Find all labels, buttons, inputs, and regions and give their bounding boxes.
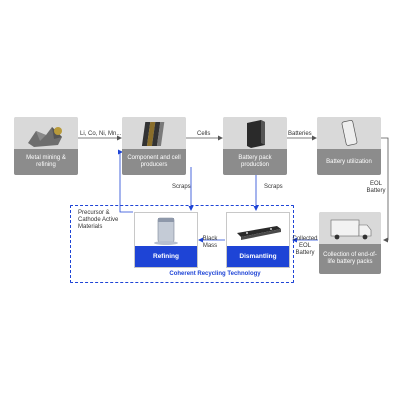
mining-ore-icon — [14, 117, 78, 149]
node-label: Dismantling — [227, 246, 289, 267]
refining-vessel-icon — [135, 213, 197, 247]
arrow-precursor-return — [118, 149, 133, 213]
node-cell-producers: Component and cell producers — [122, 117, 186, 175]
edge-label-eol-battery: EOL Battery — [366, 181, 386, 194]
node-dismantling: Dismantling — [226, 212, 290, 268]
node-label: Collection of end-of-life battery packs — [319, 244, 381, 274]
truck-icon — [319, 212, 381, 244]
battery-pack-icon — [223, 117, 287, 149]
coherent-recycling-group — [70, 205, 294, 283]
node-label: Component and cell producers — [122, 149, 186, 175]
edge-label-scraps-right: Scraps — [264, 184, 283, 190]
edge-label-scraps-left: Scraps — [172, 184, 191, 190]
node-label: Battery pack production — [223, 149, 287, 175]
phone-device-icon — [317, 117, 381, 149]
battery-module-icon — [227, 213, 289, 247]
edge-label-batteries: Batteries — [288, 131, 312, 137]
edge-label-black-mass: Black Mass — [202, 236, 218, 249]
node-label: Battery utilization — [317, 149, 381, 175]
cell-stack-icon — [122, 117, 186, 149]
edge-label-collected-eol: Collected EOL Battery — [292, 236, 318, 256]
node-refining: Refining — [134, 212, 198, 268]
node-label: Metal mining & refining — [14, 149, 78, 175]
edge-label-precursor: Precursor & Cathode Active Materials — [78, 210, 119, 230]
group-label: Coherent Recycling Technology — [169, 271, 261, 277]
edge-label-cells: Cells — [197, 131, 211, 137]
edge-label-materials: Li, Co, Ni, Mn... — [80, 131, 122, 137]
node-label: Refining — [135, 246, 197, 267]
node-metal-mining: Metal mining & refining — [14, 117, 78, 175]
node-collection: Collection of end-of-life battery packs — [319, 212, 381, 274]
node-battery-utilization: Battery utilization — [317, 117, 381, 175]
node-pack-production: Battery pack production — [223, 117, 287, 175]
arrow-utilization-to-collection — [380, 137, 389, 243]
